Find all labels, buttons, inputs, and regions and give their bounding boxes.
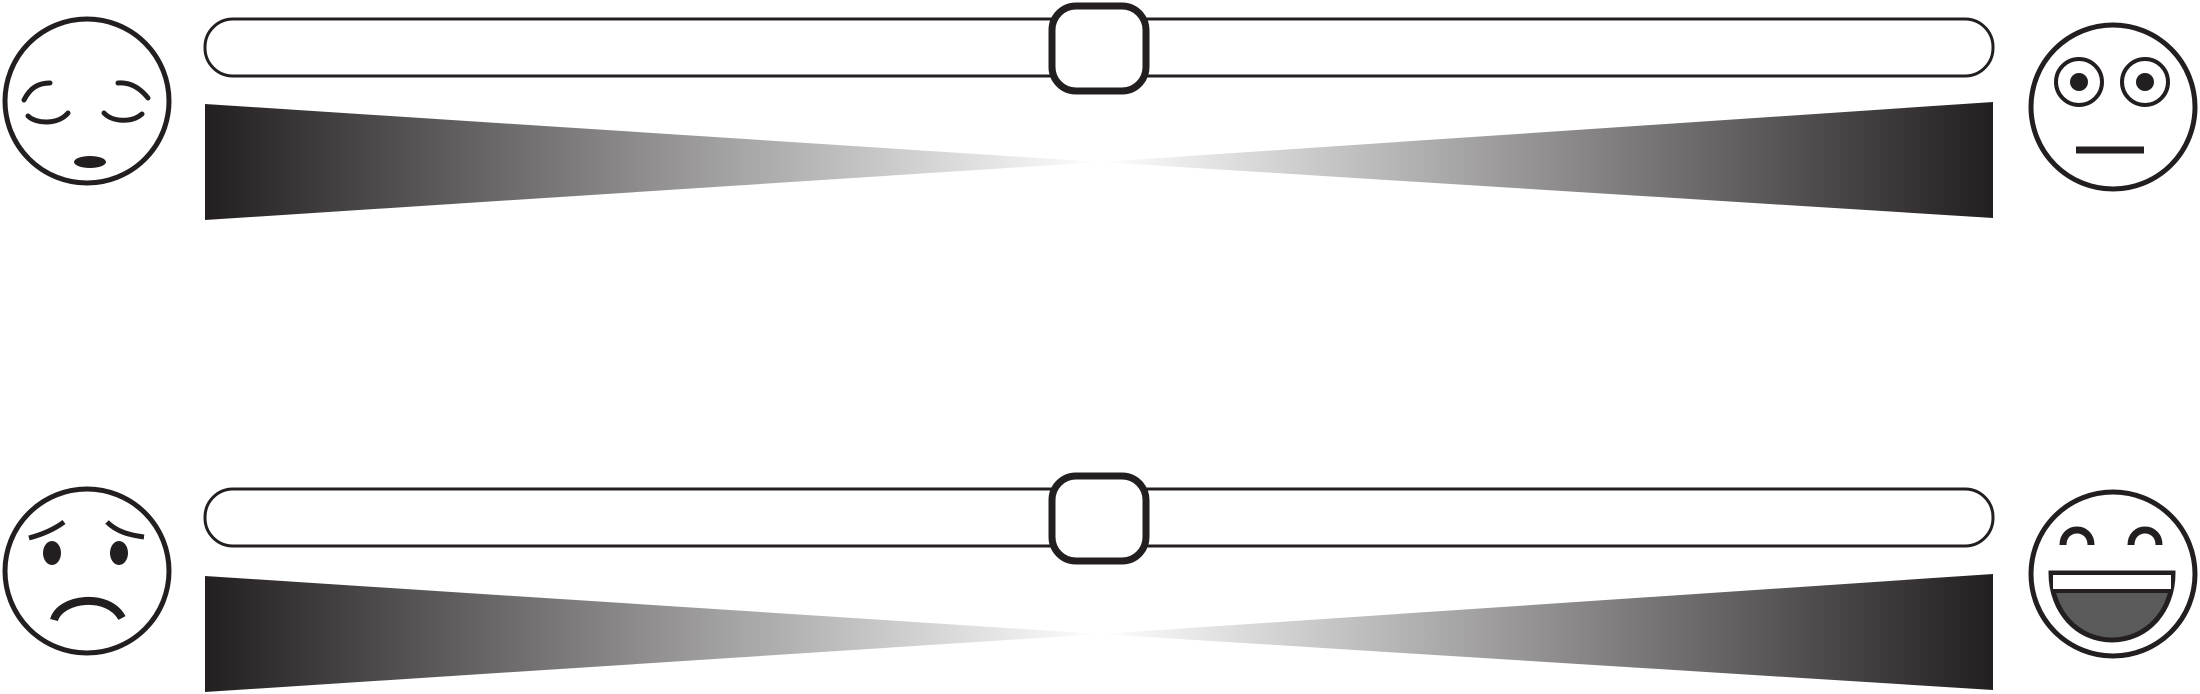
right-wedge (1100, 102, 1993, 218)
slider-thumb[interactable] (1048, 472, 1150, 565)
sleepy-face-icon (2, 16, 172, 186)
intensity-wedge (205, 102, 1993, 220)
left-wedge (205, 104, 1100, 220)
arousal-slider[interactable] (203, 2, 1995, 95)
valence-slider[interactable] (203, 472, 1995, 565)
scale-valence (2, 472, 2198, 692)
happy-face-icon (2028, 489, 2198, 659)
slider-thumb[interactable] (1048, 2, 1150, 95)
alert-face-icon (2028, 22, 2198, 192)
scale-arousal (2, 2, 2198, 220)
left-wedge (205, 576, 1100, 692)
sad-face-icon (2, 486, 172, 656)
intensity-wedge (205, 574, 1993, 692)
right-wedge (1100, 574, 1993, 690)
